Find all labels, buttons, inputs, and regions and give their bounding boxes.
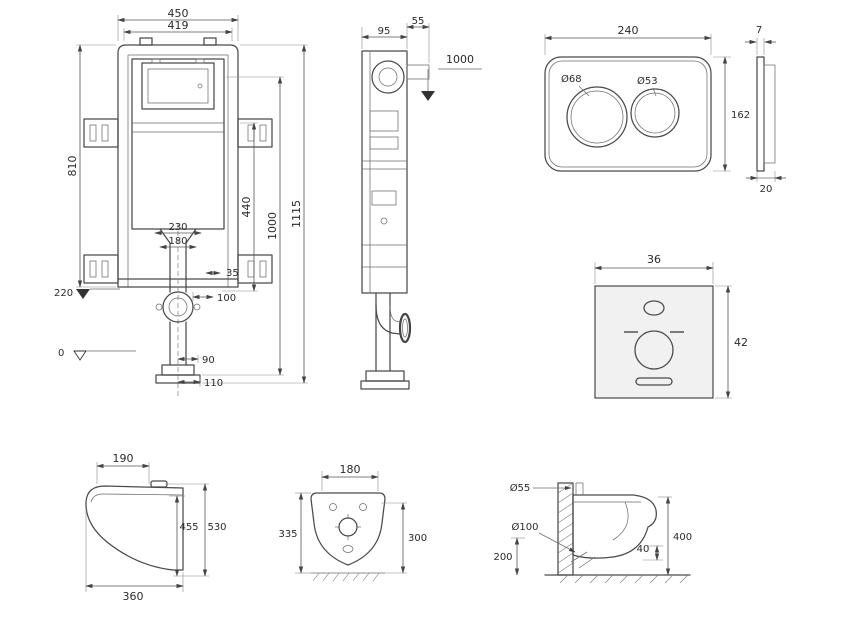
dim-level-220: 220	[54, 288, 73, 299]
dim-side-95: 95	[378, 26, 391, 37]
dim-frame-100: 100	[217, 293, 236, 304]
pan-side-profile	[85, 480, 184, 571]
sound-insulation-pad-view: 36 42	[594, 253, 748, 399]
dim-plate-7: 7	[756, 25, 762, 36]
flush-plate-view: Ø68 Ø53 240 162 7	[544, 24, 786, 195]
dim-level-0: 0	[58, 348, 64, 359]
sound-pad-dims: 36 42	[594, 253, 748, 399]
pan-side-dims: 190 455 530 360	[85, 452, 227, 603]
dim-pan-360: 360	[123, 590, 144, 603]
flush-plate-side: 7 20	[745, 25, 786, 195]
big-flush-button	[566, 86, 628, 148]
dim-pad-36: 36	[647, 253, 661, 266]
frame-front-top-dims: 450 419	[117, 7, 239, 41]
cistern-frame-front-view: 450 419	[54, 7, 308, 397]
wc-pan-side-view: 190 455 530 360	[85, 452, 227, 603]
dim-frame-110: 110	[204, 378, 223, 389]
dim-drain-pipe-100: Ø100	[512, 521, 539, 533]
frame-side-dims: 95 55 1000	[361, 16, 482, 101]
installation-section-view: Ø55 Ø100 200 40 400	[493, 482, 692, 584]
dim-frame-450: 450	[168, 7, 189, 20]
dim-pan-300: 300	[408, 533, 427, 544]
dim-frame-419: 419	[168, 19, 189, 32]
dim-button-53: Ø53	[637, 75, 658, 87]
dim-pan-190: 190	[113, 452, 134, 465]
dim-frame-230: 230	[168, 222, 187, 233]
frame-front-side-dims: 810 440 1000 1115	[66, 44, 308, 384]
flush-plate-front: Ø68 Ø53	[544, 56, 712, 172]
installation-dims: Ø55 Ø100 200 40 400	[493, 482, 692, 576]
dim-side-1000-level: 1000	[446, 53, 474, 66]
wall-section	[557, 482, 574, 576]
frame-front-small-dims: 230 180 35 220 100 0 90 110	[54, 222, 239, 389]
pan-rear-dims: 180 335 300	[278, 463, 427, 574]
dim-frame-35: 35	[226, 268, 239, 279]
small-flush-button	[630, 88, 680, 138]
dim-pan-335: 335	[278, 529, 297, 540]
wc-pan-rear-view: 180 335 300	[278, 463, 427, 582]
dim-frame-90: 90	[202, 355, 215, 366]
sound-pad	[594, 285, 714, 399]
dim-side-55: 55	[412, 16, 425, 27]
dim-pan-530: 530	[207, 522, 226, 533]
floor-section	[544, 574, 691, 584]
cistern-tank	[131, 58, 225, 230]
dim-plate-240: 240	[618, 24, 639, 37]
dim-plate-20: 20	[760, 184, 773, 195]
dim-flush-pipe-55: Ø55	[510, 482, 531, 494]
dim-plate-162: 162	[731, 110, 750, 121]
pan-rear-shape	[310, 492, 386, 582]
dim-install-400: 400	[673, 532, 692, 543]
flush-plate-dims: 240 162	[544, 24, 750, 172]
dim-frame-440: 440	[240, 197, 253, 218]
dim-frame-1115: 1115	[290, 200, 303, 228]
dim-install-40: 40	[637, 544, 650, 555]
dim-pan-180: 180	[340, 463, 361, 476]
flush-pipe-and-bend	[155, 223, 201, 397]
dim-pan-455: 455	[179, 522, 198, 533]
access-panel	[141, 58, 215, 110]
cistern-frame-side-view: 95 55 1000	[360, 16, 482, 390]
mounted-pan-profile	[570, 482, 657, 569]
dim-frame-180: 180	[168, 236, 187, 247]
frame-side-outlet-bend	[360, 292, 412, 390]
dim-frame-810: 810	[66, 156, 79, 177]
dim-pad-42: 42	[734, 336, 748, 349]
dim-install-200: 200	[493, 552, 512, 563]
frame-side-body	[361, 50, 430, 294]
dim-frame-1000: 1000	[266, 212, 279, 240]
dim-button-68: Ø68	[561, 73, 582, 85]
